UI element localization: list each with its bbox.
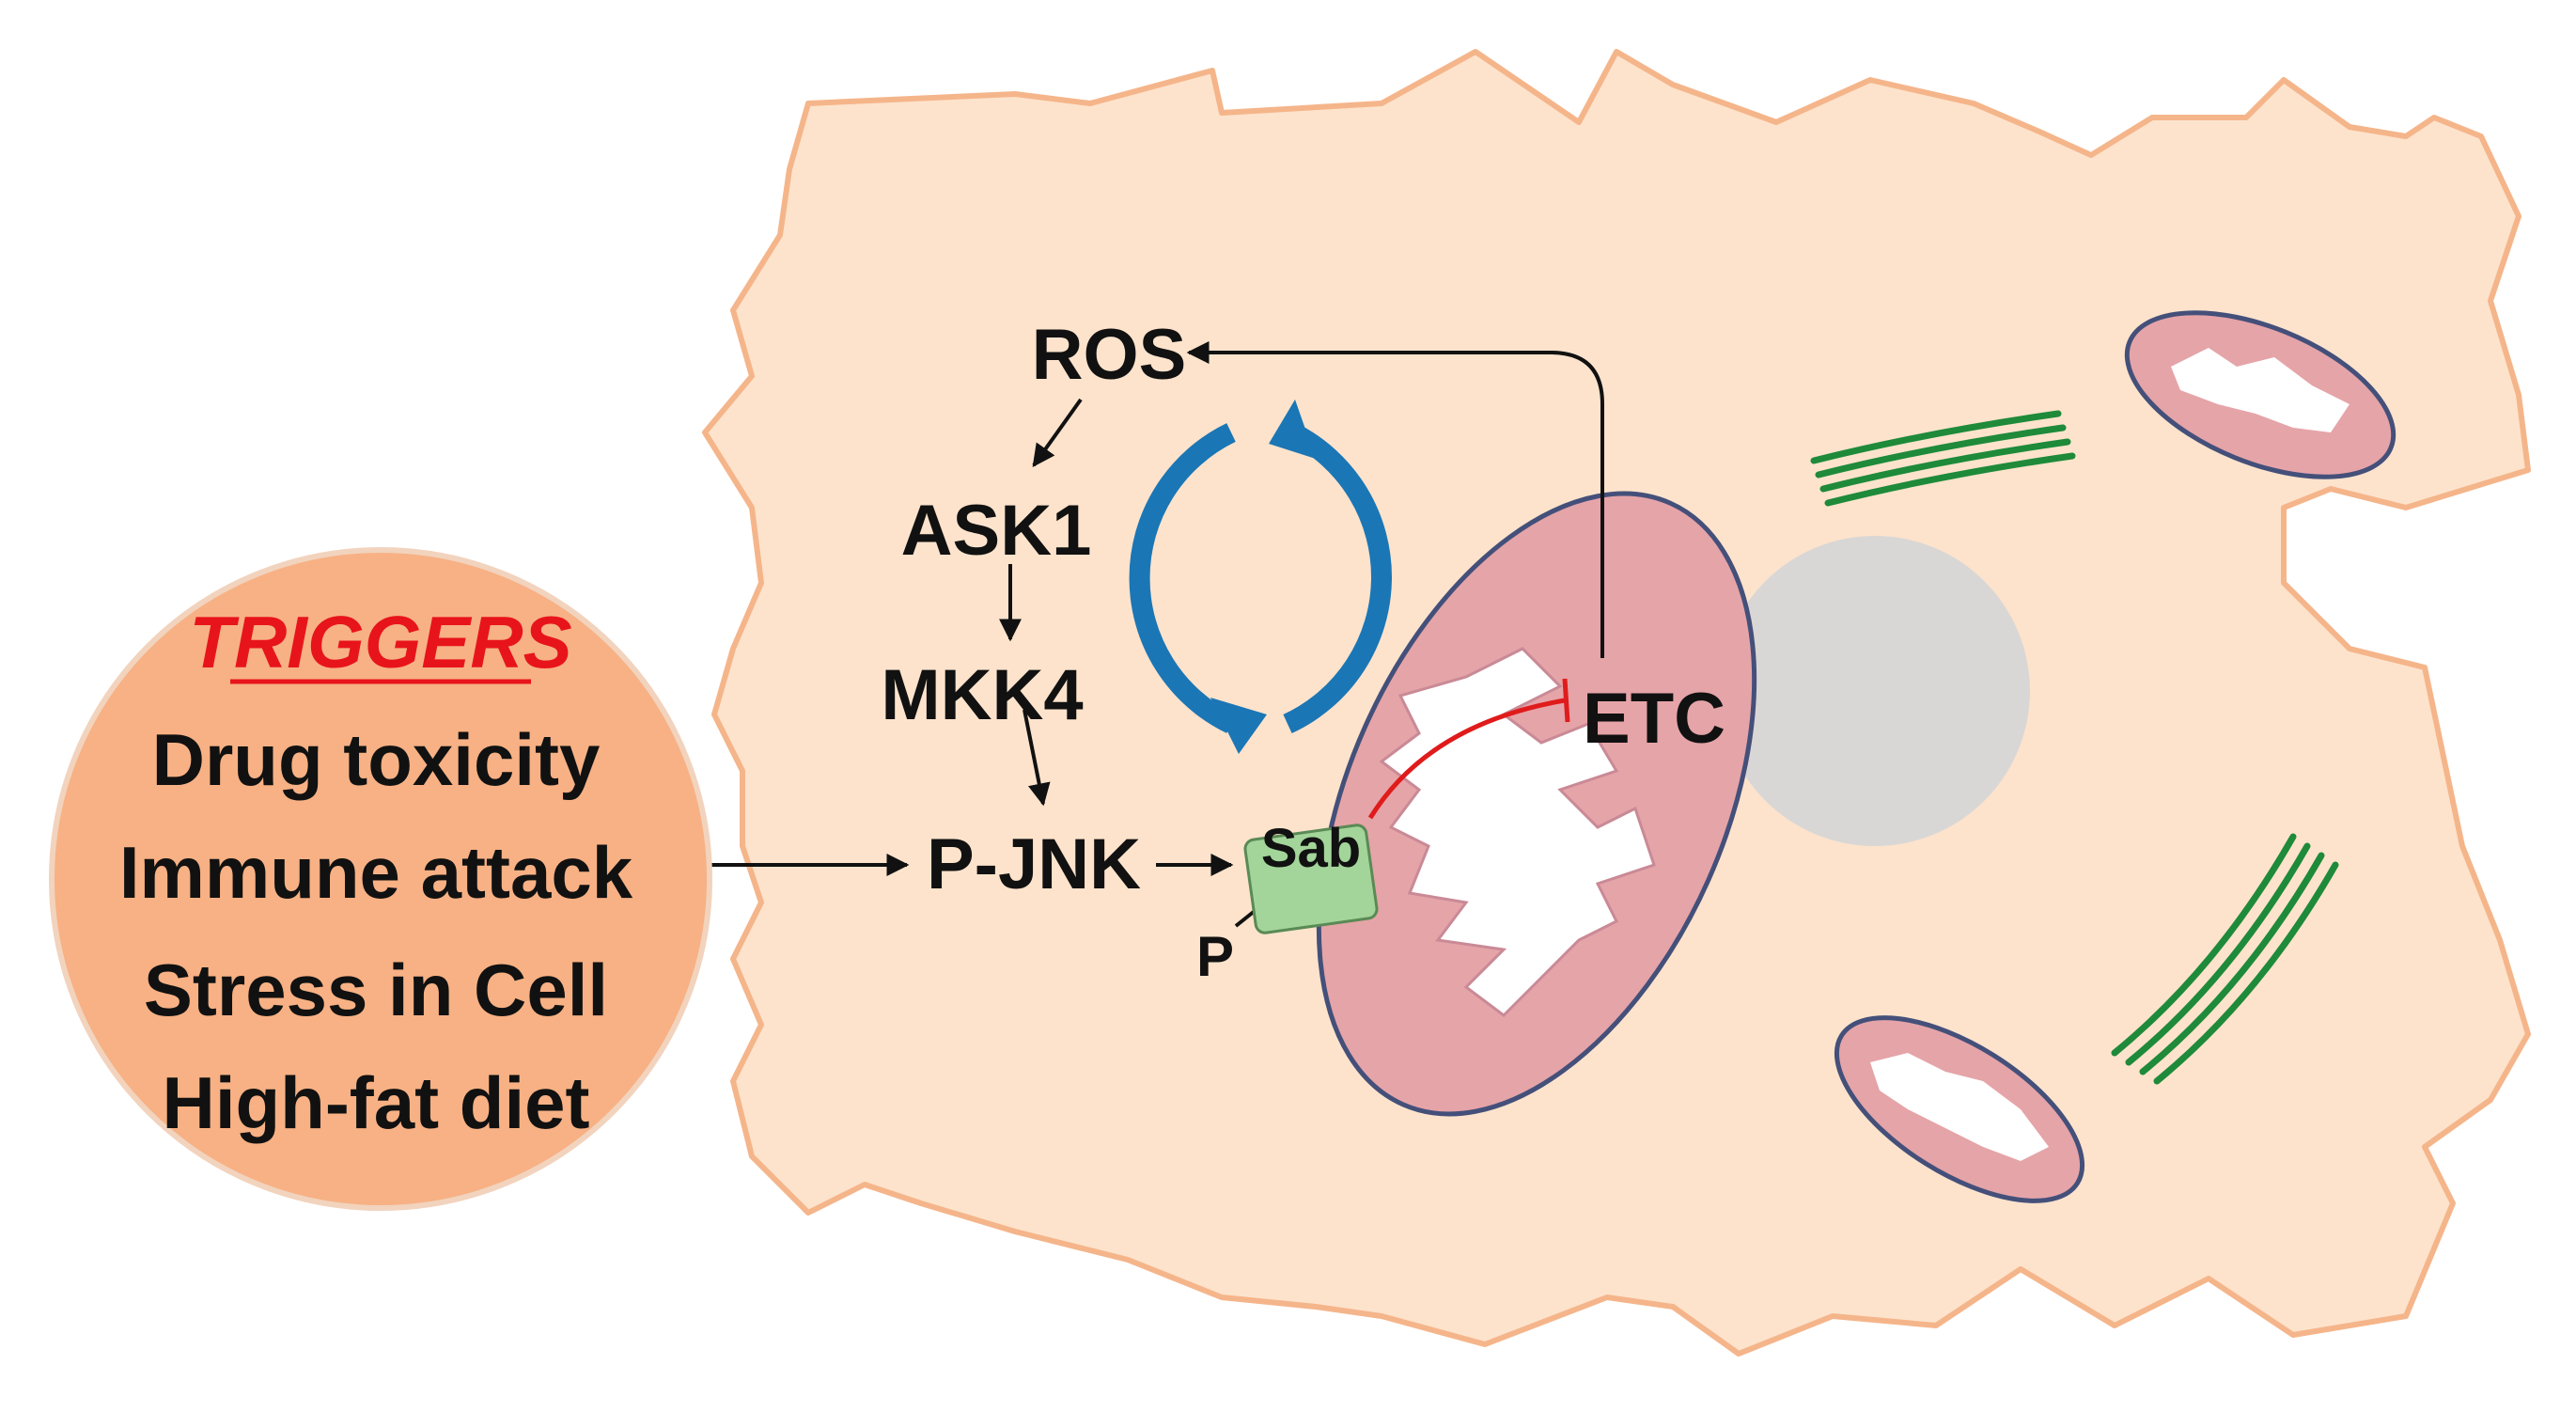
nucleus — [1720, 536, 2030, 846]
ros-label: ROS — [1032, 315, 1187, 395]
sab-protein — [1243, 824, 1379, 934]
trigger-item-stress-in-cell: Stress in Cell — [144, 949, 608, 1031]
p-jnk-label: P-JNK — [927, 824, 1141, 904]
mitochondrion-upper — [2124, 310, 2396, 479]
sab-label: Sab — [1261, 818, 1361, 879]
cycle-arrows — [1129, 400, 1392, 754]
triggers-circle — [49, 547, 712, 1211]
ask1-label: ASK1 — [901, 491, 1092, 571]
mkk4-label: MKK4 — [881, 655, 1083, 735]
phosphate-p-label: P — [1196, 925, 1234, 988]
etc-label: ETC — [1583, 679, 1725, 759]
endoplasmic-reticulum-lower — [2111, 833, 2339, 1085]
mitochondrion-lower — [1834, 1015, 2085, 1203]
trigger-item-immune-attack: Immune attack — [119, 831, 633, 914]
trigger-item-drug-toxicity: Drug toxicity — [152, 718, 601, 801]
triggers-title: TRIGGERS — [189, 601, 571, 683]
endoplasmic-reticulum-upper — [1810, 410, 2076, 507]
trigger-item-high-fat-diet: High-fat diet — [163, 1061, 590, 1144]
sab-inhibits-etc-line — [1367, 678, 1570, 820]
